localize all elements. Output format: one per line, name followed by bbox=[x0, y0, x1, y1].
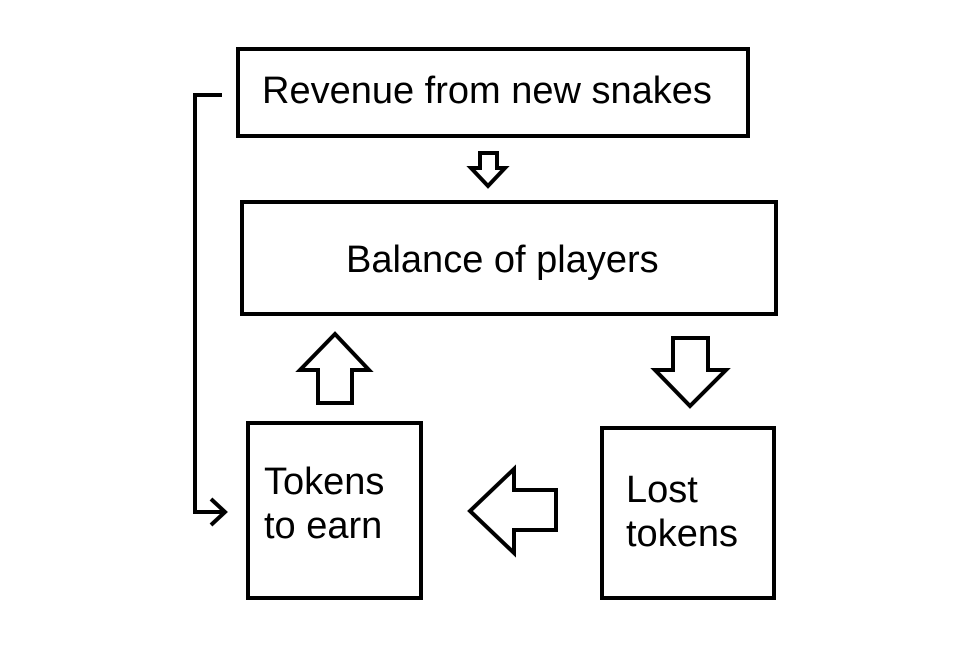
node-lost-tokens: Lost tokens bbox=[600, 426, 776, 600]
arrow-lost-to-tokens-earn bbox=[467, 464, 558, 558]
node-revenue-from-new-snakes: Revenue from new snakes bbox=[236, 47, 750, 138]
node-label-line-1: Lost bbox=[626, 469, 698, 511]
arrow-revenue-to-tokens-earn bbox=[193, 93, 226, 514]
node-label-line-2: tokens bbox=[626, 513, 738, 555]
node-label: Revenue from new snakes bbox=[262, 70, 712, 112]
node-label-line-1: Tokens bbox=[264, 461, 385, 503]
node-label: Balance of players bbox=[346, 239, 659, 281]
node-label: Tokens to earn bbox=[264, 460, 384, 548]
arrow-tokens-earn-to-balance bbox=[295, 331, 374, 405]
arrow-balance-to-lost-tokens bbox=[650, 336, 731, 409]
arrow-revenue-to-balance bbox=[466, 151, 510, 189]
node-balance-of-players: Balance of players bbox=[240, 200, 778, 316]
arrowhead-revenue-to-tokens-earn bbox=[209, 497, 228, 527]
node-label-line-2: to earn bbox=[264, 505, 383, 547]
node-label: Lost tokens bbox=[626, 468, 738, 556]
node-tokens-to-earn: Tokens to earn bbox=[246, 421, 423, 600]
